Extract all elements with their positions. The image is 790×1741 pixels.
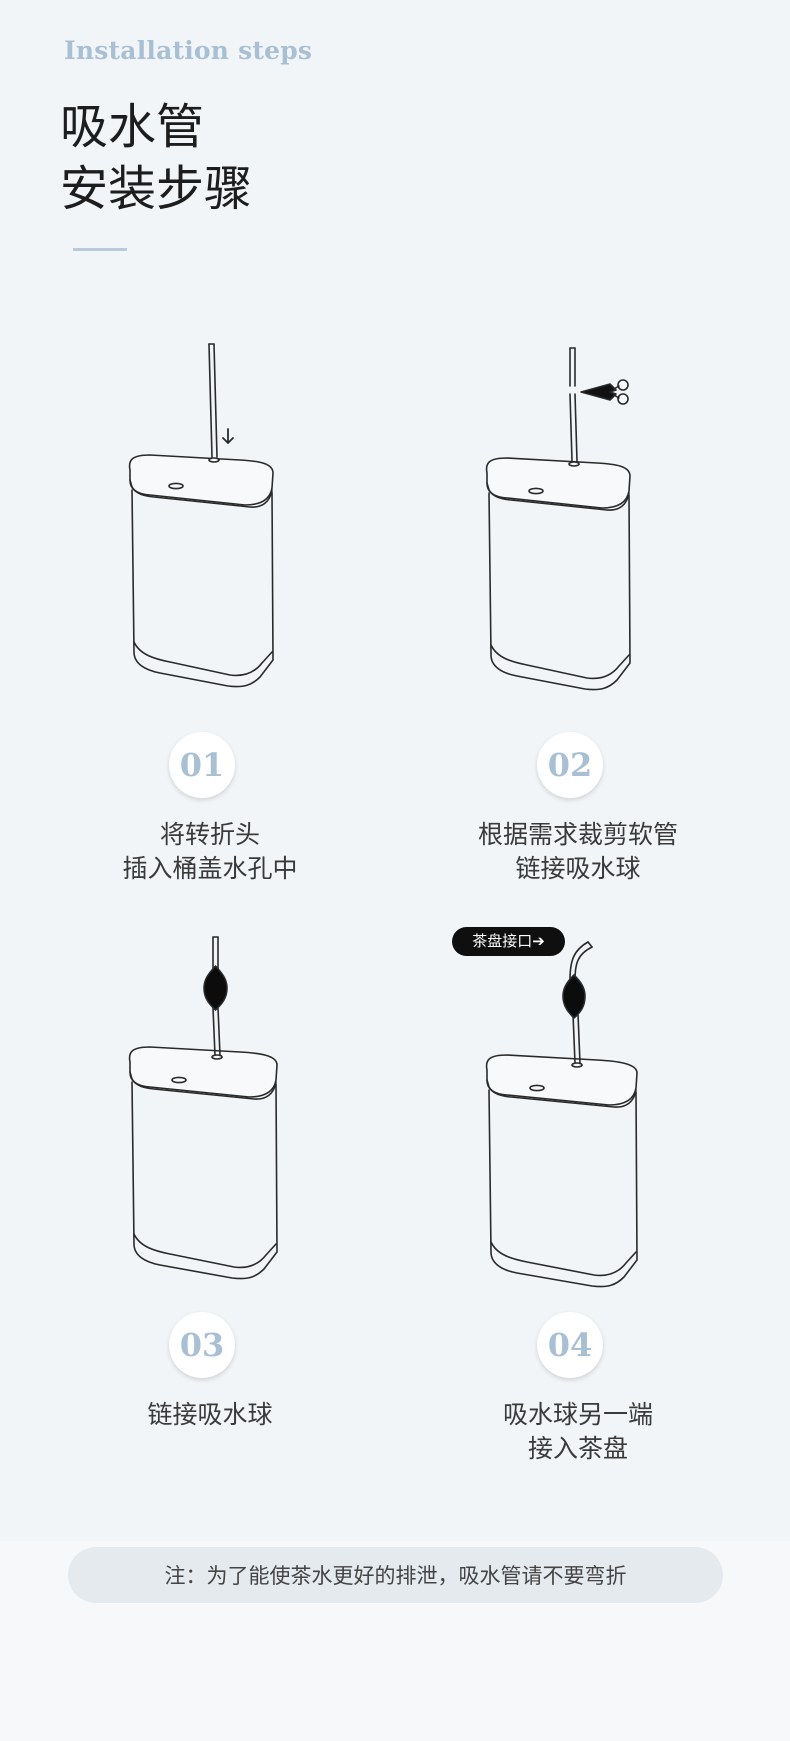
step-4-number-badge: 04 [537, 1312, 603, 1378]
bucket-illustration [485, 1054, 638, 1288]
step-1-caption: 将转折头 插入桶盖水孔中 [60, 818, 360, 886]
step-4-illustration [485, 941, 638, 1288]
step-1-caption-line-2: 插入桶盖水孔中 [122, 854, 298, 883]
down-arrow-icon [222, 428, 234, 444]
usage-note: 注：为了能使茶水更好的排泄，吸水管请不要弯折 [68, 1547, 723, 1603]
step-2-caption-line-2: 链接吸水球 [515, 854, 641, 883]
tube [208, 343, 220, 463]
step-3-number-badge: 03 [169, 1312, 235, 1378]
tea-tray-port-tag: 茶盘接口➔ [452, 927, 565, 956]
page-title-line-2: 安装步骤 [60, 161, 253, 217]
bucket-illustration [485, 457, 631, 691]
page-title-line-1: 吸水管 [60, 99, 205, 155]
suction-bulb [562, 974, 586, 1019]
step-4-caption-line-1: 吸水球另一端 [502, 1400, 653, 1429]
tube [568, 347, 580, 467]
step-2-caption: 根据需求裁剪软管 链接吸水球 [428, 818, 728, 886]
step-2-number-badge: 02 [537, 732, 603, 798]
step-3-illustration [128, 936, 278, 1280]
step-3-caption: 链接吸水球 [60, 1398, 360, 1432]
step-2-caption-line-1: 根据需求裁剪软管 [477, 820, 678, 849]
step-1-number-badge: 01 [169, 732, 235, 798]
page-title: 吸水管 安装步骤 [60, 96, 252, 220]
bucket-illustration [128, 1046, 278, 1280]
suction-bulb [203, 965, 228, 1011]
step-3-caption-line-1: 链接吸水球 [147, 1400, 273, 1429]
accent-divider [73, 248, 127, 251]
step-4-caption-line-2: 接入茶盘 [527, 1434, 628, 1463]
tube [211, 936, 223, 1060]
step-1-illustration [128, 343, 274, 688]
step-2-illustration [485, 347, 631, 691]
step-1-caption-line-1: 将转折头 [159, 820, 260, 849]
scissors-icon [580, 379, 629, 405]
subtitle-en: Installation steps [64, 36, 313, 65]
step-4-caption: 吸水球另一端 接入茶盘 [428, 1398, 728, 1466]
bucket-illustration [128, 454, 274, 688]
